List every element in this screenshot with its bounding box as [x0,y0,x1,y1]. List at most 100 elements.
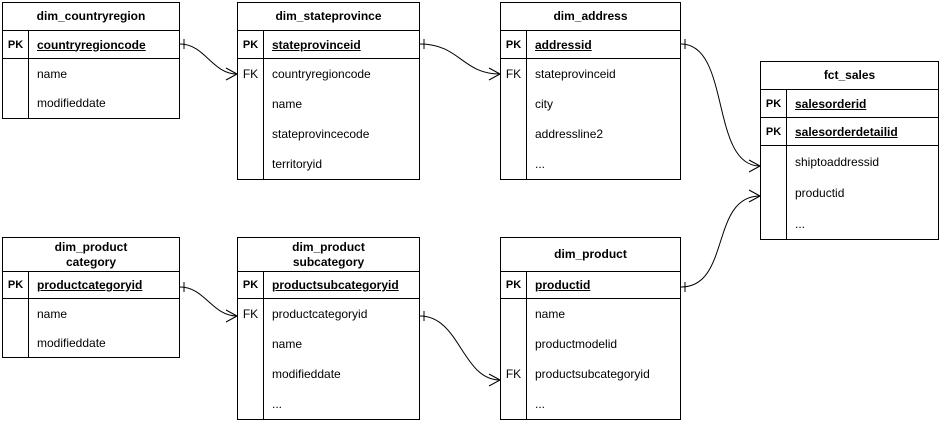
table-row[interactable]: PK productid [501,272,680,299]
table-title: dim_countryregion [3,3,179,31]
table-title: dim_product [501,238,680,272]
field-name: name [37,306,68,321]
attribute-key-badge [238,119,263,149]
attribute-key-badge [501,329,526,359]
relationship-line [680,43,761,167]
key-badge: PK [238,272,264,298]
attribute-key-badge [238,359,263,389]
field-name: addressid [535,37,592,52]
relationship-address-to-fctsales [680,39,761,173]
relationship-line [419,315,501,381]
cardinality-many-marker [225,73,238,81]
key-badge: PK [501,31,527,58]
table-row[interactable]: PK countryregioncode [3,31,179,59]
field-name: territoryid [272,157,323,171]
relationship-line [680,195,761,288]
cardinality-many-marker [748,165,761,173]
cardinality-many-marker [748,189,761,197]
table-title: dim_address [501,3,680,31]
field-name: productid [535,278,591,292]
field-name: productsubcategoryid [272,278,399,292]
attribute-key-badge [761,208,786,239]
relationship-line [179,286,238,317]
relationship-productcategory-to-subcategory [179,282,238,323]
attribute-key-badge [501,89,526,119]
cardinality-many-marker [488,373,501,381]
table-row[interactable]: PK addressid [501,31,680,59]
cardinality-many-marker [748,159,761,167]
attribute-group: FK name productmodelid productsubcategoryid… [501,299,680,419]
field-name: modifieddate [37,335,106,350]
attribute-key-badge [501,389,526,419]
attribute-key-badge [238,329,263,359]
field-name: addressline2 [535,127,604,141]
attribute-key-badge [238,89,263,119]
key-badge: PK [501,272,527,298]
field-name: shiptoaddressid [795,154,880,169]
cardinality-many-marker [225,315,238,323]
field-name: name [37,66,68,81]
key-badge: PK [238,31,264,58]
cardinality-many-marker [225,67,238,75]
attribute-key-column [3,59,29,118]
attribute-key-badge: FK [505,67,522,81]
attribute-key-badge [3,299,28,328]
attribute-key-badge [501,299,526,329]
attribute-key-badge: FK [242,67,259,81]
field-name: productcategoryid [37,278,143,292]
field-name: salesorderid [795,96,867,111]
attribute-key-badge [238,149,263,179]
field-name: ... [535,157,546,171]
attribute-key-column: FK [238,299,264,419]
field-name: productid [795,185,845,200]
cardinality-many-marker [225,309,238,317]
table-title: dim_stateprovince [238,3,419,31]
field-name: ... [535,397,546,411]
relationship-productsubcategory-to-product [419,311,501,387]
relationship-stateprovince-to-address [419,39,501,81]
relationship-line [419,43,501,75]
attribute-field-column: shiptoaddressid productid... [787,146,938,239]
relationship-countryregion-to-stateprovince [179,39,238,81]
field-name: modifieddate [272,367,341,381]
attribute-key-badge: FK [505,367,522,381]
field-name: countryregioncode [272,67,371,81]
field-name: name [272,337,303,351]
table-title: dim_product category [3,238,179,272]
field-name: name [535,307,566,321]
attribute-field-column: name modifieddate [29,299,179,357]
field-name: countryregioncode [37,37,146,52]
cardinality-many-marker [488,379,501,387]
cardinality-many-marker [488,73,501,81]
attribute-key-badge [761,146,786,177]
attribute-key-badge [501,149,526,179]
key-badge: PK [3,31,29,58]
attribute-key-badge: FK [242,307,259,321]
table-row[interactable]: PK productsubcategoryid [238,272,419,299]
field-name: ... [795,216,806,231]
field-name: productsubcategoryid [535,367,650,381]
field-name: productmodelid [535,337,618,351]
